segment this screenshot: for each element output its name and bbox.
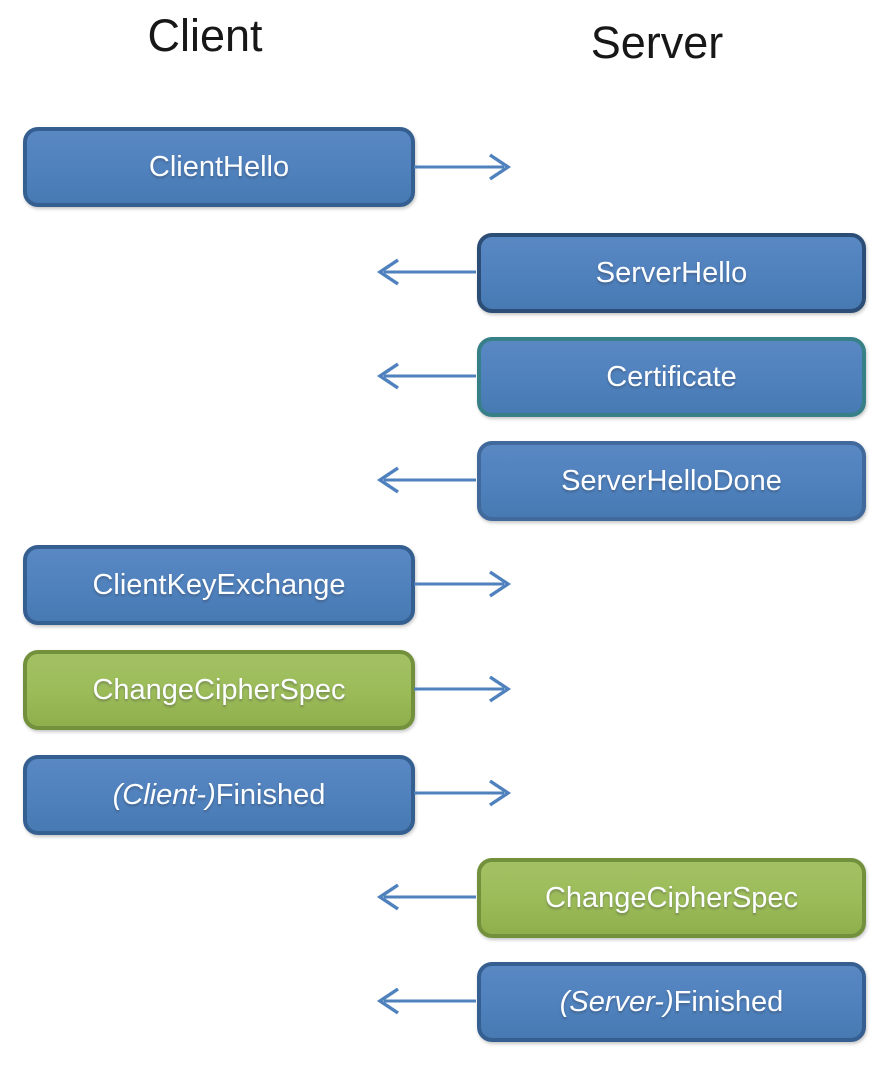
- arrow-left-icon-serverhello: [376, 258, 476, 286]
- arrow-right-icon-clienthello: [414, 153, 512, 181]
- arrow-left-icon-certificate: [376, 362, 476, 390]
- message-box-server-finished: (Server-)Finished: [477, 962, 866, 1042]
- arrow-left-icon-server-finished: [376, 987, 476, 1015]
- message-label-italic: (Server-): [559, 985, 674, 1018]
- message-box-changecipherspec-client: ChangeCipherSpec: [23, 650, 415, 730]
- message-label: ChangeCipherSpec: [544, 881, 799, 914]
- server-column-title: Server: [590, 17, 724, 68]
- message-label: Certificate: [606, 360, 737, 393]
- arrow-right-icon-client-finished: [414, 779, 512, 807]
- message-label: ServerHelloDone: [561, 464, 782, 497]
- message-label: ClientKeyExchange: [92, 568, 346, 601]
- message-box-clienthello: ClientHello: [23, 127, 415, 207]
- message-label: Finished: [673, 985, 784, 1018]
- message-label: ClientHello: [148, 150, 290, 183]
- message-box-clientkeyexchange: ClientKeyExchange: [23, 545, 415, 625]
- message-label: Finished: [215, 778, 326, 811]
- client-column-title: Client: [147, 10, 263, 61]
- arrow-right-icon-clientkeyexchange: [414, 570, 512, 598]
- message-box-certificate: Certificate: [477, 337, 866, 417]
- message-box-changecipherspec-server: ChangeCipherSpec: [477, 858, 866, 938]
- message-box-serverhellodone: ServerHelloDone: [477, 441, 866, 521]
- arrow-left-icon-serverhellodone: [376, 466, 476, 494]
- arrow-right-icon-changecipherspec-client: [414, 675, 512, 703]
- message-box-client-finished: (Client-)Finished: [23, 755, 415, 835]
- arrow-left-icon-changecipherspec-server: [376, 883, 476, 911]
- message-label: ChangeCipherSpec: [92, 673, 346, 706]
- message-label-italic: (Client-): [112, 778, 216, 811]
- message-box-serverhello: ServerHello: [477, 233, 866, 313]
- message-label: ServerHello: [595, 256, 748, 289]
